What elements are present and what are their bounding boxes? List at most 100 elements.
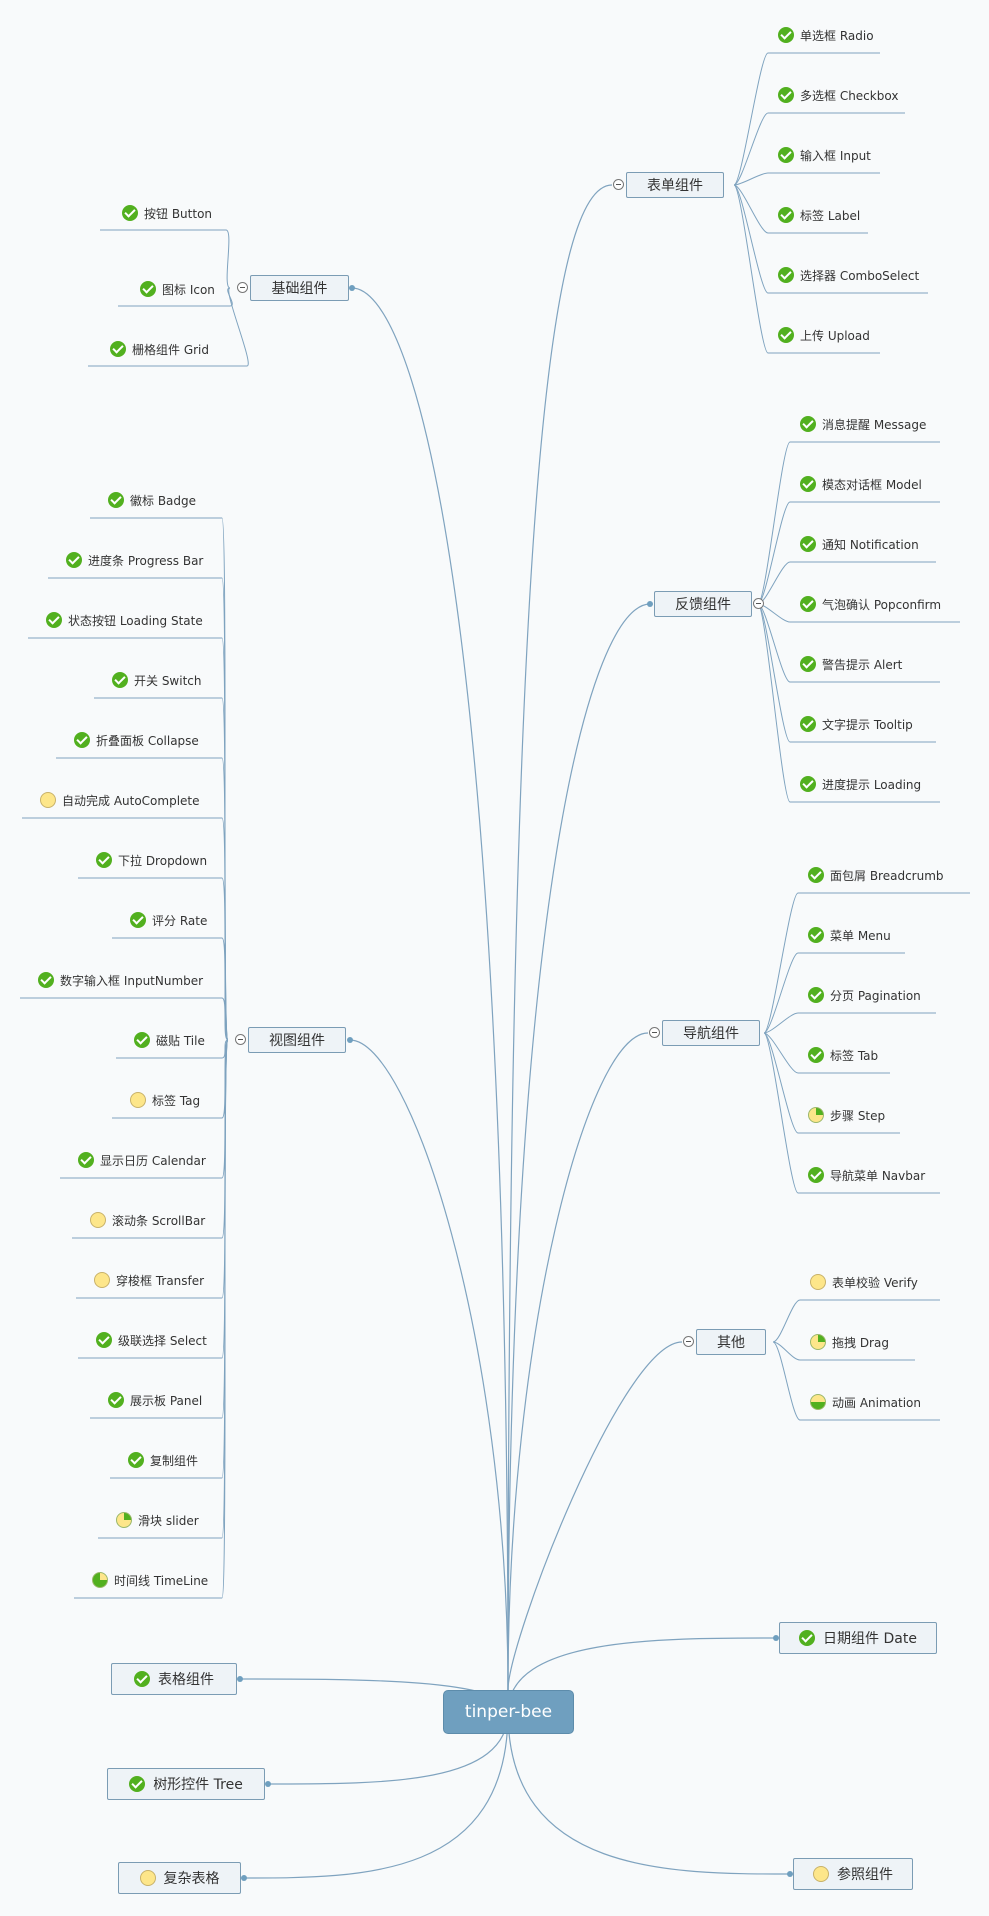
leaf-node[interactable]: 分页 Pagination — [808, 985, 921, 1005]
branch-node-view[interactable]: 视图组件 — [248, 1027, 346, 1053]
leaf-node[interactable]: 下拉 Dropdown — [96, 850, 207, 870]
connector-line — [507, 1637, 777, 1713]
leaf-node[interactable]: 上传 Upload — [778, 325, 870, 345]
status-done-icon — [38, 972, 54, 988]
collapse-toggle-icon[interactable] — [683, 1336, 694, 1347]
leaf-label: 下拉 Dropdown — [118, 853, 208, 868]
leaf-label: 按钮 Button — [144, 206, 213, 221]
branch-node-table[interactable]: 表格组件 — [111, 1663, 237, 1695]
leaf-node[interactable]: 滑块 slider — [116, 1510, 199, 1530]
connector-line — [757, 561, 791, 605]
status-done-icon — [808, 987, 824, 1003]
branch-node-feedback[interactable]: 反馈组件 — [654, 591, 752, 617]
connector-line — [733, 52, 769, 186]
branch-node-ref[interactable]: 参照组件 — [793, 1858, 913, 1890]
branch-node-basic[interactable]: 基础组件 — [250, 275, 349, 301]
leaf-node[interactable]: 数字输入框 InputNumber — [38, 970, 203, 990]
leaf-node[interactable]: 状态按钮 Loading State — [46, 610, 203, 630]
leaf-node[interactable]: 通知 Notification — [800, 534, 919, 554]
branch-node-form[interactable]: 表单组件 — [626, 172, 724, 198]
leaf-node[interactable]: 自动完成 AutoComplete — [40, 790, 200, 810]
status-done-icon — [108, 1392, 124, 1408]
leaf-node[interactable]: 进度提示 Loading — [800, 774, 921, 794]
leaf-node[interactable]: 选择器 ComboSelect — [778, 265, 919, 285]
leaf-node[interactable]: 警告提示 Alert — [800, 654, 902, 674]
leaf-node[interactable]: 穿梭框 Transfer — [94, 1270, 204, 1290]
leaf-node[interactable]: 多选框 Checkbox — [778, 85, 898, 105]
connector-line — [228, 287, 249, 367]
collapse-toggle-icon[interactable] — [649, 1027, 660, 1038]
leaf-node[interactable]: 折叠面板 Collapse — [74, 730, 199, 750]
leaf-node[interactable]: 面包屑 Breadcrumb — [808, 865, 944, 885]
leaf-label: 评分 Rate — [152, 913, 208, 928]
leaf-node[interactable]: 级联选择 Select — [96, 1330, 207, 1350]
collapse-toggle-icon[interactable] — [235, 1034, 246, 1045]
connector-dot — [241, 1875, 247, 1881]
leaf-node[interactable]: 时间线 TimeLine — [92, 1570, 208, 1590]
leaf-label: 标签 Tab — [830, 1048, 879, 1063]
leaf-node[interactable]: 步骤 Step — [808, 1105, 885, 1125]
leaf-node[interactable]: 单选框 Radio — [778, 25, 874, 45]
status-done-icon — [134, 1032, 150, 1048]
status-done-icon — [800, 416, 816, 432]
leaf-node[interactable]: 复制组件 — [128, 1450, 198, 1470]
leaf-label: 滚动条 ScrollBar — [112, 1213, 206, 1228]
connector-line — [243, 1711, 509, 1879]
connector-dot — [773, 1635, 779, 1641]
connector-line — [772, 1299, 801, 1343]
branch-label: 其他 — [717, 1335, 745, 1351]
leaf-node[interactable]: 标签 Tag — [130, 1090, 200, 1110]
leaf-node[interactable]: 气泡确认 Popconfirm — [800, 594, 941, 614]
leaf-node[interactable]: 动画 Animation — [810, 1392, 921, 1412]
leaf-node[interactable]: 滚动条 ScrollBar — [90, 1210, 205, 1230]
leaf-node[interactable]: 模态对话框 Model — [800, 474, 922, 494]
leaf-node[interactable]: 表单校验 Verify — [810, 1272, 918, 1292]
branch-node-tree[interactable]: 树形控件 Tree — [107, 1768, 265, 1800]
connector-dot — [347, 1037, 353, 1043]
leaf-label: 级联选择 Select — [118, 1333, 207, 1348]
connector-line — [733, 112, 769, 186]
leaf-node[interactable]: 按钮 Button — [122, 203, 212, 223]
root-node[interactable]: tinper-bee — [443, 1690, 574, 1734]
leaf-node[interactable]: 徽标 Badge — [108, 490, 196, 510]
leaf-node[interactable]: 评分 Rate — [130, 910, 207, 930]
leaf-node[interactable]: 显示日历 Calendar — [78, 1150, 206, 1170]
leaf-node[interactable]: 菜单 Menu — [808, 925, 891, 945]
status-done-icon — [778, 207, 794, 223]
connector-line — [221, 997, 229, 1041]
leaf-node[interactable]: 栅格组件 Grid — [110, 339, 209, 359]
branch-node-other[interactable]: 其他 — [696, 1329, 766, 1355]
status-done-icon — [130, 912, 146, 928]
status-done-icon — [78, 1152, 94, 1168]
leaf-node[interactable]: 进度条 Progress Bar — [66, 550, 203, 570]
status-pending-icon — [813, 1866, 829, 1882]
status-done-icon — [799, 1630, 816, 1646]
connector-line — [733, 184, 769, 294]
leaf-node[interactable]: 开关 Switch — [112, 670, 202, 690]
leaf-node[interactable]: 消息提醒 Message — [800, 414, 926, 434]
leaf-node[interactable]: 拖拽 Drag — [810, 1332, 889, 1352]
branch-label: 日期组件 Date — [823, 1631, 917, 1647]
status-done-icon — [129, 1776, 146, 1792]
collapse-toggle-icon[interactable] — [613, 179, 624, 190]
leaf-label: 标签 Label — [800, 208, 861, 223]
collapse-toggle-icon[interactable] — [237, 282, 248, 293]
leaf-node[interactable]: 标签 Label — [778, 205, 860, 225]
collapse-toggle-icon[interactable] — [753, 598, 764, 609]
leaf-node[interactable]: 输入框 Input — [778, 145, 871, 165]
branch-node-nav[interactable]: 导航组件 — [662, 1020, 760, 1046]
leaf-node[interactable]: 图标 Icon — [140, 279, 215, 299]
leaf-node[interactable]: 标签 Tab — [808, 1045, 878, 1065]
branch-node-complex-table[interactable]: 复杂表格 — [118, 1862, 241, 1894]
leaf-node[interactable]: 导航菜单 Navbar — [808, 1165, 925, 1185]
leaf-node[interactable]: 展示板 Panel — [108, 1390, 202, 1410]
leaf-node[interactable]: 磁贴 Tile — [134, 1030, 205, 1050]
leaf-label: 分页 Pagination — [830, 988, 921, 1003]
leaf-node[interactable]: 文字提示 Tooltip — [800, 714, 913, 734]
leaf-label: 表单校验 Verify — [832, 1275, 918, 1290]
status-done-icon — [134, 1671, 150, 1687]
branch-node-date[interactable]: 日期组件 Date — [779, 1622, 937, 1654]
leaf-label: 上传 Upload — [800, 328, 870, 343]
status-done-icon — [778, 27, 794, 43]
leaf-label: 动画 Animation — [832, 1395, 921, 1410]
